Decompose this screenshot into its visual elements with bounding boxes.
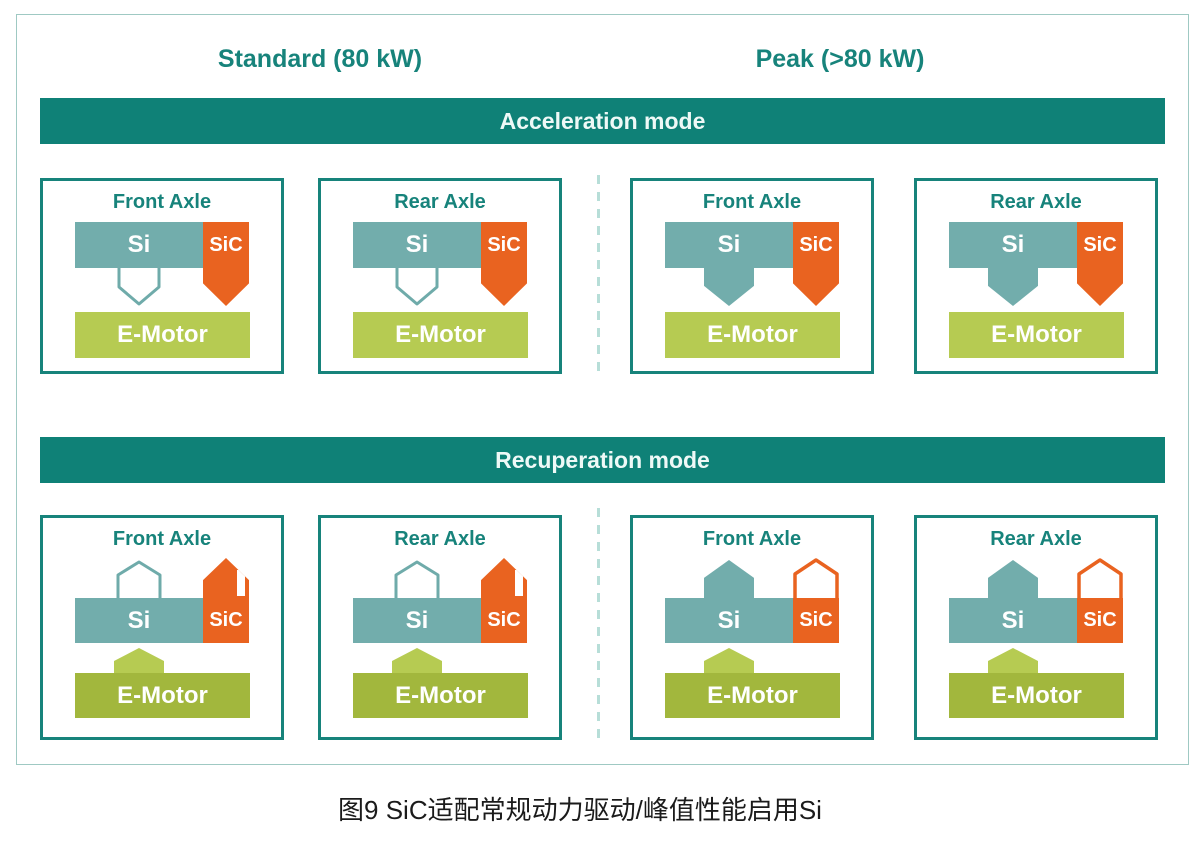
emotor-label: E-Motor: [395, 321, 486, 348]
emotor-bar: E-Motor: [75, 673, 250, 718]
recuperation-mode-header: Recuperation mode: [40, 437, 1165, 483]
si-label: Si: [405, 231, 429, 258]
column-header-standard: Standard (80 kW): [217, 45, 423, 73]
axle-card-accel-standard-rear: Rear Axle Si SiC E-Motor: [318, 178, 562, 374]
emotor-bar: E-Motor: [949, 312, 1124, 358]
sic-label: SiC: [799, 609, 833, 631]
axle-title: Rear Axle: [990, 528, 1082, 550]
emotor-up-arrow: [988, 648, 1038, 673]
si-hollow-up-arrow-icon: [394, 560, 440, 598]
si-label: Si: [717, 606, 741, 634]
emotor-bar: E-Motor: [353, 673, 528, 718]
axle-title: Rear Axle: [394, 528, 486, 550]
sic-up-pentagon: SiC: [481, 558, 527, 643]
si-filled-down-arrow: [704, 268, 754, 306]
emotor-bar: E-Motor: [949, 673, 1124, 718]
emotor-label: E-Motor: [117, 321, 208, 348]
emotor-bar: E-Motor: [665, 673, 840, 718]
axle-title: Front Axle: [112, 528, 212, 550]
sic-label: SiC: [1083, 233, 1117, 256]
axle-title: Front Axle: [702, 528, 802, 550]
emotor-up-arrow: [114, 648, 164, 673]
si-bar: Si: [75, 598, 203, 643]
sic-down-ribbon: SiC: [793, 222, 839, 306]
si-bar: Si: [665, 598, 793, 643]
emotor-bar: E-Motor: [75, 312, 250, 358]
emotor-label: E-Motor: [707, 321, 798, 348]
sic-label: SiC: [209, 609, 243, 631]
si-filled-up-arrow: [988, 560, 1038, 598]
si-hollow-up-arrow-icon: [116, 560, 162, 598]
column-header-peak: Peak (>80 kW): [755, 45, 925, 73]
standard-peak-divider-acceleration: [597, 175, 600, 375]
figure-caption: 图9 SiC适配常规动力驱动/峰值性能启用Si: [338, 795, 822, 825]
emotor-bar: E-Motor: [665, 312, 840, 358]
axle-card-recup-peak-rear: Rear Axle Si SiC E-Motor: [914, 515, 1158, 740]
si-label: Si: [127, 231, 151, 258]
sic-up-pentagon: SiC: [203, 558, 249, 643]
acceleration-mode-header: Acceleration mode: [40, 98, 1165, 144]
si-bar: Si: [75, 222, 203, 268]
si-hollow-down-arrow-icon: [395, 268, 439, 306]
axle-title: Rear Axle: [394, 191, 486, 213]
sic-label: SiC: [1083, 609, 1117, 631]
sic-label: SiC: [487, 609, 521, 631]
standard-peak-divider-recuperation: [597, 508, 600, 742]
figure-frame: [16, 14, 1189, 765]
axle-title: Front Axle: [112, 191, 212, 213]
axle-title: Rear Axle: [990, 191, 1082, 213]
sic-hollow-up-arrow-icon: [1077, 558, 1123, 600]
sic-label: SiC: [799, 233, 833, 256]
sic-hollow-up-arrow-icon: [793, 558, 839, 600]
si-bar: Si: [949, 598, 1077, 643]
si-label: Si: [717, 231, 741, 258]
emotor-label: E-Motor: [395, 681, 486, 709]
sic-label: SiC: [209, 233, 243, 256]
sic-block: SiC: [793, 598, 839, 643]
si-bar: Si: [949, 222, 1077, 268]
sic-slit-detail: [515, 570, 523, 596]
si-label: Si: [127, 606, 151, 634]
sic-block: SiC: [1077, 598, 1123, 643]
sic-down-ribbon: SiC: [1077, 222, 1123, 306]
axle-card-recup-peak-front: Front Axle Si SiC E-Motor: [630, 515, 874, 740]
si-bar: Si: [353, 598, 481, 643]
emotor-label: E-Motor: [117, 681, 208, 709]
axle-card-recup-standard-rear: Rear Axle SiC Si E-Motor: [318, 515, 562, 740]
emotor-label: E-Motor: [991, 321, 1082, 348]
sic-down-ribbon: SiC: [203, 222, 249, 306]
si-label: Si: [1001, 231, 1025, 258]
emotor-up-arrow: [704, 648, 754, 673]
si-label: Si: [405, 606, 429, 634]
si-hollow-down-arrow-icon: [117, 268, 161, 306]
axle-card-accel-peak-rear: Rear Axle Si SiC E-Motor: [914, 178, 1158, 374]
si-bar: Si: [665, 222, 793, 268]
si-filled-up-arrow: [704, 560, 754, 598]
sic-slit-detail: [237, 570, 245, 596]
axle-card-recup-standard-front: Front Axle SiC Si E-Motor: [40, 515, 284, 740]
axle-card-accel-standard-front: Front Axle Si SiC E-Motor: [40, 178, 284, 374]
emotor-label: E-Motor: [707, 681, 798, 709]
emotor-label: E-Motor: [991, 681, 1082, 709]
emotor-bar: E-Motor: [353, 312, 528, 358]
axle-title: Front Axle: [702, 191, 802, 213]
sic-down-ribbon: SiC: [481, 222, 527, 306]
emotor-up-arrow: [392, 648, 442, 673]
sic-label: SiC: [487, 233, 521, 256]
si-label: Si: [1001, 606, 1025, 634]
si-bar: Si: [353, 222, 481, 268]
si-filled-down-arrow: [988, 268, 1038, 306]
axle-card-accel-peak-front: Front Axle Si SiC E-Motor: [630, 178, 874, 374]
